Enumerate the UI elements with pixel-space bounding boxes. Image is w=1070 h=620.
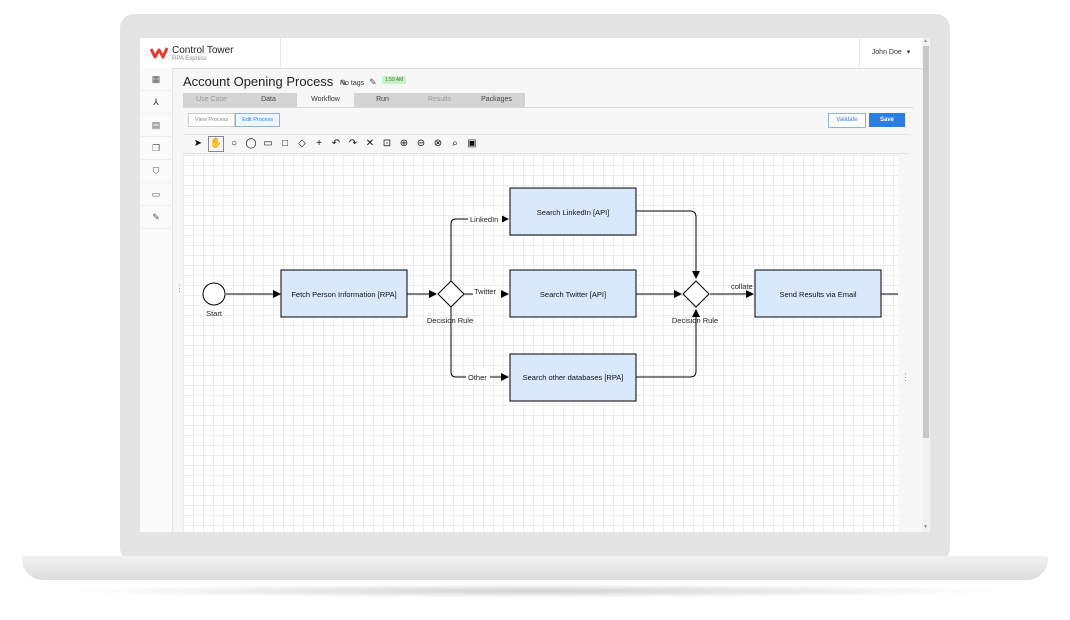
decision-1-label: Decision Rule (427, 316, 473, 325)
tab-underline (183, 107, 913, 108)
task-search-other-label: Search other databases [RPA] (523, 373, 624, 382)
diagram-canvas[interactable]: LinkedIn Twitter Other collate Start Fet… (183, 155, 898, 532)
workflow-icon: ⅄ (153, 96, 159, 107)
start-event[interactable] (202, 282, 226, 306)
sidebar-item-document[interactable]: ▤ (140, 114, 172, 137)
edge-linkedin-collate[interactable] (636, 210, 700, 279)
decision-gateway-1[interactable] (437, 280, 465, 308)
edge-label-twitter: Twitter (474, 287, 497, 296)
delete-icon[interactable]: ✕ (365, 138, 375, 149)
edit-process-button[interactable]: Edit Process (235, 113, 281, 127)
zoom-reset-icon[interactable]: ⊗ (433, 138, 443, 149)
copy-icon: ❐ (151, 142, 161, 153)
undo-icon[interactable]: ↶ (331, 138, 341, 149)
edge-other-collate[interactable] (636, 309, 700, 378)
edge-label-collate: collate (731, 282, 753, 291)
tab-data[interactable]: Data (240, 93, 297, 107)
gateway-icon[interactable]: ◇ (298, 138, 306, 149)
laptop-base (22, 556, 1048, 580)
caret-down-icon: ▾ (906, 49, 911, 56)
vertical-scrollbar[interactable]: ▲ ▼ (922, 38, 930, 532)
task-send-email-label: Send Results via Email (779, 290, 856, 299)
app-name: Control Tower (172, 45, 234, 56)
page-title-text: Account Opening Process (183, 74, 334, 89)
tab-packages[interactable]: Packages (468, 93, 525, 107)
start-event-label: Start (206, 309, 223, 318)
pointer-icon[interactable]: ➤ (193, 138, 203, 149)
tab-workflow[interactable]: Workflow (297, 93, 354, 107)
user-name: John Doe (871, 49, 902, 56)
task-search-twitter-label: Search Twitter [API] (540, 290, 606, 299)
tab-use-case[interactable]: Use Case (183, 93, 240, 107)
edit-tags-pencil-icon[interactable]: ✎ (369, 77, 377, 87)
view-process-button[interactable]: View Process (188, 113, 236, 127)
tags-text: No tags (340, 80, 365, 87)
task-send-email[interactable] (754, 269, 882, 318)
scroll-down-arrow-icon[interactable]: ▼ (923, 524, 928, 530)
start-event-icon[interactable]: ○ (230, 138, 238, 149)
zoom-in-icon[interactable]: ⊕ (399, 138, 409, 149)
task-search-twitter[interactable] (509, 269, 637, 318)
zoom-out-icon[interactable]: ⊖ (416, 138, 426, 149)
hand-icon[interactable]: ✋ (208, 136, 224, 152)
diagram-svg: LinkedIn Twitter Other collate Start Fet… (202, 187, 898, 402)
brand-logo-icon (150, 47, 168, 59)
brand[interactable]: Control Tower RPA Express (140, 38, 281, 68)
decision-2-label: Decision Rule (672, 316, 718, 325)
app-subtitle: RPA Express (172, 56, 207, 62)
validate-button[interactable]: Validate (828, 113, 866, 128)
edge-other[interactable] (450, 307, 509, 381)
diagram-toolbar: ➤ ✋ ○ ◯ ▭ □ ◇ + ↶ ↷ ✕ ⊡ ⊕ ⊖ ⊗ ⌕ ▣ (183, 134, 909, 154)
right-panel-drag-handle[interactable]: ⋮ (901, 372, 910, 382)
edge-label-linkedin: LinkedIn (470, 215, 498, 224)
task-search-linkedin-label: Search LinkedIn [API] (537, 208, 610, 217)
task-fetch-person[interactable] (280, 269, 408, 318)
sidebar-item-dashboard[interactable]: ▦ (140, 68, 172, 91)
edit-title-pencil-icon[interactable]: ✎ (339, 78, 348, 88)
export-image-icon[interactable]: ⊡ (382, 138, 392, 149)
edge-linkedin[interactable] (450, 215, 509, 281)
user-menu[interactable]: John Doe ▾ (859, 38, 922, 68)
task-search-linkedin[interactable] (509, 187, 637, 236)
document-icon: ▤ (151, 119, 161, 130)
edge-label-other: Other (468, 373, 487, 382)
end-event-icon[interactable]: ◯ (245, 138, 257, 149)
timestamp-badge: 1:59 AM (382, 76, 407, 84)
rounded-task-icon[interactable]: ▭ (263, 138, 273, 149)
decision-gateway-2[interactable] (682, 280, 710, 308)
task-icon[interactable]: □ (281, 138, 289, 149)
add-icon[interactable]: + (316, 138, 322, 149)
sidebar-item-workflow[interactable]: ⅄ (140, 91, 172, 114)
tab-run[interactable]: Run (354, 93, 411, 107)
minimap-icon[interactable]: ▣ (467, 138, 477, 149)
tags: No tags ✎ (340, 77, 377, 88)
scrollbar-thumb[interactable] (923, 46, 929, 438)
app-screen: Control Tower RPA Express John Doe ▾ ▦ ⅄… (140, 38, 930, 532)
redo-icon[interactable]: ↷ (348, 138, 358, 149)
tab-bar: Use Case Data Workflow Run Results Packa… (183, 93, 525, 107)
laptop-shadow (60, 584, 1010, 598)
tab-results[interactable]: Results (411, 93, 468, 107)
view-mode-toggle: View Process Edit Process (188, 113, 281, 127)
dashboard-icon: ▦ (151, 73, 161, 84)
left-panel-drag-handle[interactable]: ⋮ (175, 283, 184, 293)
save-button[interactable]: Save (869, 113, 905, 127)
sidebar-item-calendar[interactable]: ▭ (140, 183, 172, 206)
sidebar: ▦ ⅄ ▤ ❐ ⛉ ▭ ✎ (140, 68, 173, 532)
calendar-icon: ▭ (151, 188, 161, 199)
page-title: Account Opening Process ✎ (183, 74, 347, 89)
scroll-up-arrow-icon[interactable]: ▲ (923, 38, 928, 44)
wrench-icon: ✎ (152, 211, 160, 222)
task-search-other[interactable] (509, 353, 637, 402)
zoom-fit-icon[interactable]: ⌕ (452, 138, 458, 149)
shield-icon: ⛉ (152, 165, 160, 176)
task-fetch-person-label: Fetch Person Information [RPA] (291, 290, 396, 299)
sidebar-item-tools[interactable]: ✎ (140, 206, 172, 229)
sidebar-item-security[interactable]: ⛉ (140, 160, 172, 183)
top-bar: Control Tower RPA Express John Doe ▾ (140, 38, 922, 69)
sidebar-item-copy[interactable]: ❐ (140, 137, 172, 160)
